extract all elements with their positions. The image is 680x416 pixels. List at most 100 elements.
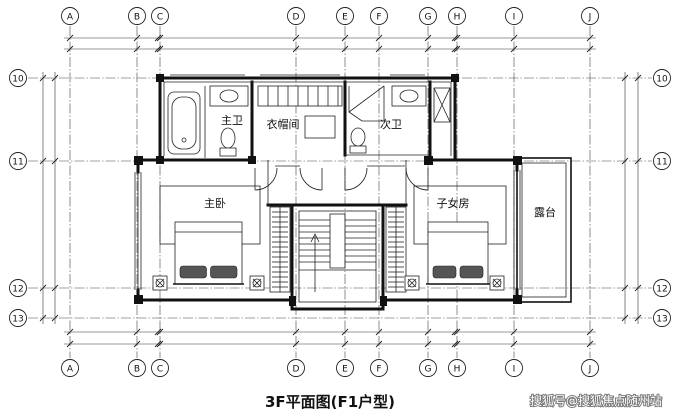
axis-bubble-bottom-I-label: I	[513, 364, 516, 374]
lamp-icon	[492, 278, 502, 288]
dimension-tick	[341, 34, 349, 42]
axis-bubble-top-F-circle	[370, 7, 388, 25]
room-label-master-bath: 主卫	[221, 114, 243, 127]
axis-bubble-bottom-G: G	[419, 359, 437, 377]
axis-bubble-right-13-label: 13	[656, 314, 667, 324]
axis-bubble-bottom-I: I	[505, 359, 523, 377]
axis-bubble-top-D: D	[287, 7, 305, 25]
dimension-tick	[375, 328, 383, 336]
dimension-tick	[453, 34, 461, 42]
axis-bubble-right-12: 12	[653, 279, 671, 297]
dimension-tick	[133, 45, 141, 53]
room-labels: 主卫 衣帽间 次卫 主卧 子女房 露台	[204, 114, 556, 219]
master-bed-pillow	[179, 265, 207, 279]
axis-bubble-left-12-circle	[9, 279, 27, 297]
dimension-tick	[621, 157, 629, 165]
axis-bubble-top-B-label: B	[134, 12, 140, 22]
axis-bubble-left-13-label: 13	[12, 314, 23, 324]
axis-bubble-top-H: H	[448, 7, 466, 25]
axis-bubble-bottom-B: B	[128, 359, 146, 377]
axis-bubble-top-C-label: C	[157, 12, 163, 22]
axis-bubble-bottom-F-label: F	[376, 364, 381, 374]
structural-column	[248, 156, 256, 164]
axis-bubble-top-F-label: F	[376, 12, 381, 22]
axis-bubble-bottom-F-circle	[370, 359, 388, 377]
dimension-tick	[341, 328, 349, 336]
dimension-tick	[51, 284, 59, 292]
master-bath-toilet-bowl	[220, 127, 236, 149]
axis-bubble-left-10: 10	[9, 69, 27, 87]
axis-bubble-bottom-C: C	[151, 359, 169, 377]
axis-bubble-bottom-F: F	[370, 359, 388, 377]
axis-bubble-bottom-H-circle	[448, 359, 466, 377]
room-label-children-room: 子女房	[437, 196, 470, 210]
dimension-tick	[586, 34, 594, 42]
axis-bubble-top-C: C	[151, 7, 169, 25]
second-bath-vanity	[391, 85, 427, 107]
wardrobe-top	[257, 85, 343, 107]
children-bed-pillow	[432, 265, 457, 279]
dimension-tick	[451, 328, 459, 336]
axis-bubble-right-11-label: 11	[656, 157, 667, 167]
dimension-tick	[453, 328, 461, 336]
dimension-tick	[292, 34, 300, 42]
axis-bubble-top-J-circle	[581, 7, 599, 25]
axis-bubble-left-13-circle	[9, 309, 27, 327]
dimension-tick	[453, 45, 461, 53]
axis-bubble-bottom-D-circle	[287, 359, 305, 377]
dimension-tick	[154, 328, 162, 336]
axis-bubble-bottom-I-circle	[505, 359, 523, 377]
bathroom-fixtures	[167, 85, 427, 158]
stair-outline	[290, 203, 385, 311]
master-bedroom-wardrobe	[269, 206, 291, 293]
axis-bubble-top-A-circle	[61, 7, 79, 25]
master-bed-pillow	[210, 265, 238, 279]
dimension-tick	[634, 284, 642, 292]
dimension-tick	[453, 340, 461, 348]
axis-bubble-bottom-J-label: J	[588, 364, 592, 374]
dimension-tick	[510, 328, 518, 336]
axis-bubble-top-A: A	[61, 7, 79, 25]
plan-title: 3F平面图(F1户型)	[265, 393, 395, 411]
master-bath-vanity	[209, 85, 249, 107]
axis-bubble-bottom-B-circle	[128, 359, 146, 377]
stair-inner-outline	[298, 210, 377, 303]
axis-bubble-bottom-D-label: D	[293, 364, 300, 374]
terrace-inner-line	[521, 162, 567, 298]
children-room-wardrobe	[385, 206, 407, 293]
dimension-tick	[66, 328, 74, 336]
dimension-tick	[621, 74, 629, 82]
axis-bubble-right-12-label: 12	[656, 284, 667, 294]
door-swing	[344, 167, 368, 191]
second-bath-sink	[399, 89, 419, 103]
axis-bubble-bottom-D: D	[287, 359, 305, 377]
axis-bubble-top-J: J	[581, 7, 599, 25]
room-label-master-bedroom: 主卧	[204, 197, 226, 210]
dimension-tick	[424, 328, 432, 336]
dimension-tick	[451, 34, 459, 42]
second-bath-toilet-tank	[349, 145, 367, 154]
doors	[254, 167, 429, 191]
dimension-tick	[39, 284, 47, 292]
axis-bubble-bottom-E-label: E	[342, 364, 348, 374]
dimension-tick	[51, 74, 59, 82]
axis-bubble-right-13-circle	[653, 309, 671, 327]
dimension-tick	[133, 328, 141, 336]
dimension-tick	[510, 340, 518, 348]
dimension-tick	[621, 284, 629, 292]
structural-column	[156, 74, 164, 82]
dimension-tick	[51, 157, 59, 165]
dimension-tick	[154, 340, 162, 348]
dimension-tick	[634, 74, 642, 82]
axis-bubble-top-H-label: H	[454, 12, 461, 22]
axis-bubble-bottom-J-circle	[581, 359, 599, 377]
dimension-tick	[510, 34, 518, 42]
terrace-outline	[516, 157, 572, 303]
dimension-tick	[375, 340, 383, 348]
dimension-tick	[621, 314, 629, 322]
dimension-tick	[133, 340, 141, 348]
dimension-tick	[424, 34, 432, 42]
door-swing	[254, 167, 278, 191]
room-label-second-bath: 次卫	[380, 117, 402, 131]
master-bed	[173, 221, 244, 285]
